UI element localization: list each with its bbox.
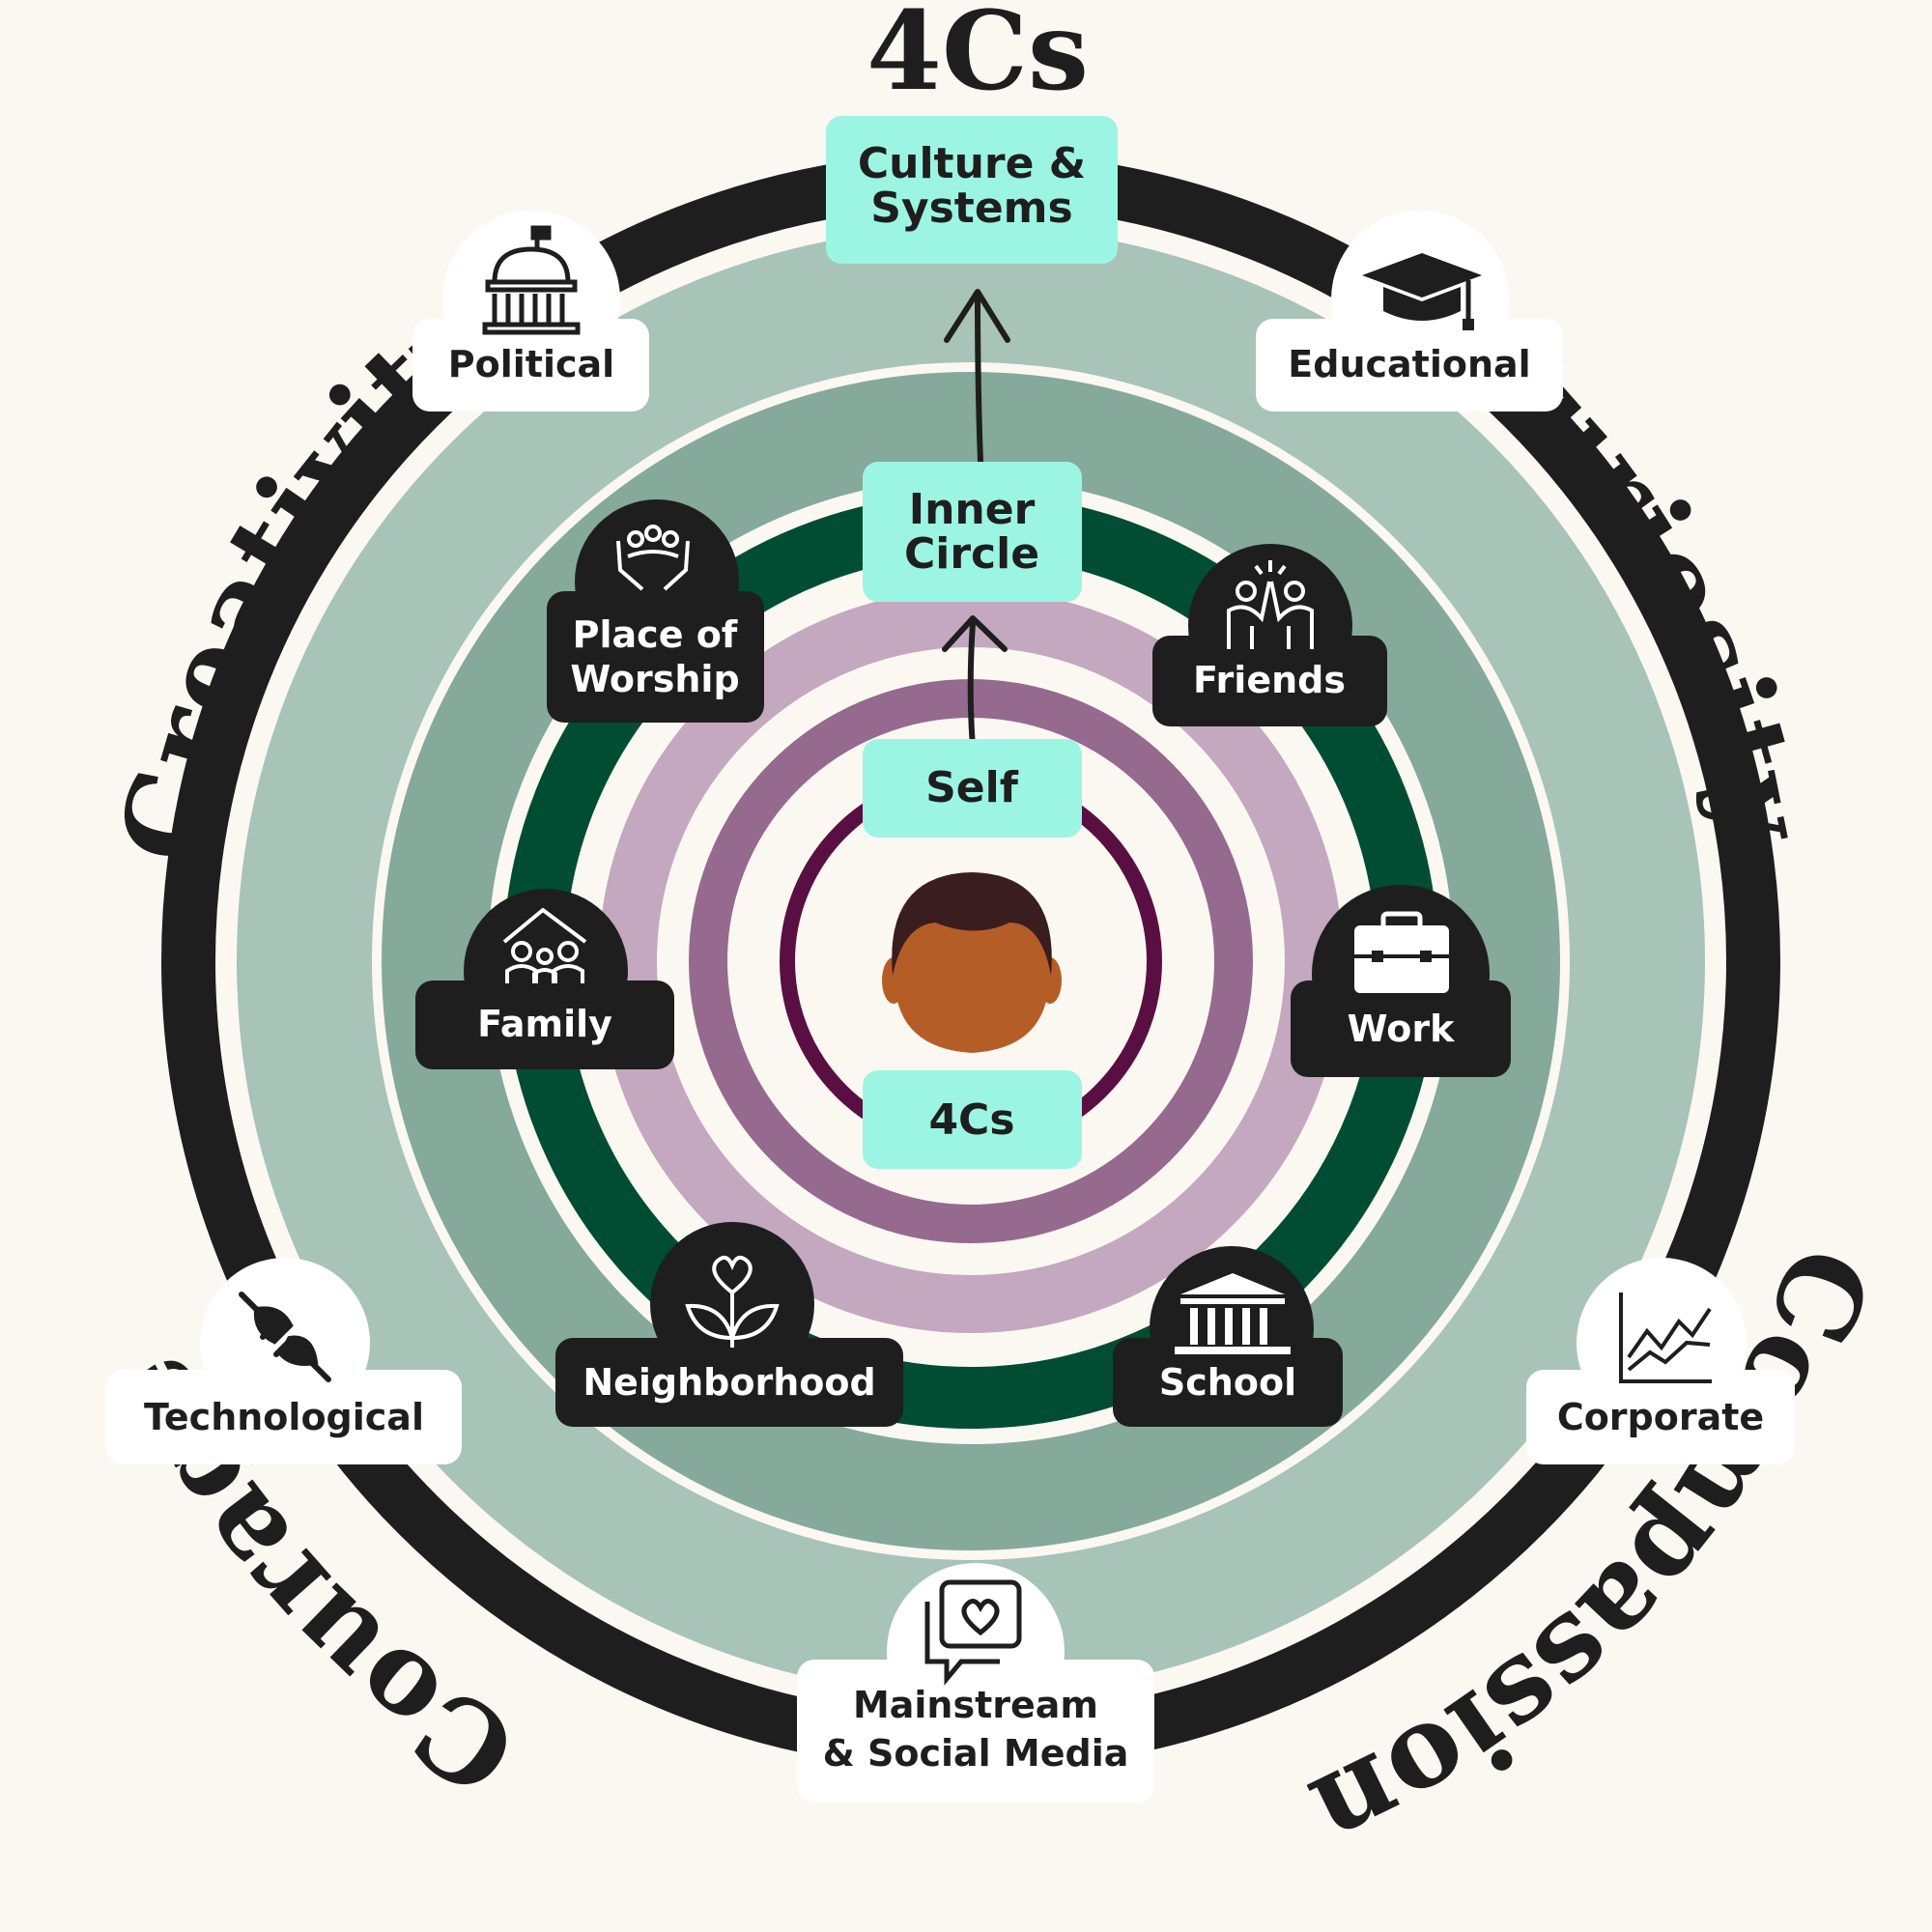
media-label-line2: & Social Media [823,1732,1129,1775]
plug-icon [239,1292,331,1382]
briefcase-icon [1354,911,1449,993]
family-house-icon [502,907,587,983]
corporate-card: Corporate [1526,1258,1795,1464]
work-card: Work [1291,885,1511,1077]
inner-circle-line1: Inner [909,485,1036,534]
family-label: Family [477,1003,612,1045]
inner-circle-line2: Circle [904,529,1039,579]
chat-heart-icon [924,1579,1022,1686]
friends-label: Friends [1193,659,1346,701]
inner-circle-box: Inner Circle [863,462,1082,602]
heart-plant-icon [685,1255,780,1348]
line-chart-icon [1619,1293,1712,1383]
neighborhood-card: Neighborhood [555,1222,903,1427]
graduation-cap-icon [1362,253,1482,330]
arrow-inner-to-culture [944,289,1010,465]
worship-label-line1: Place of [573,613,738,656]
worship-label-line2: Worship [570,658,739,700]
place-of-worship-card: Place of Worship [547,499,764,723]
friends-card: Friends [1152,544,1387,726]
culture-systems-box: Culture & Systems [826,116,1118,264]
educational-card: Educational [1256,211,1563,412]
page-title: 4Cs [867,0,1089,115]
person-avatar [882,872,1062,1053]
center-4cs-box: 4Cs [863,1070,1082,1169]
school-building-icon [1175,1273,1291,1354]
neighborhood-label: Neighborhood [582,1361,875,1404]
high-five-icon [1227,560,1314,649]
capitol-icon [482,225,581,335]
culture-systems-line2: Systems [870,184,1072,233]
educational-label: Educational [1288,343,1530,385]
school-label: School [1159,1361,1296,1404]
mid-sage-ring [382,372,1560,1550]
technological-card: Technological [106,1258,462,1464]
culture-systems-line1: Culture & [858,139,1086,188]
technological-label: Technological [144,1396,424,1438]
family-card: Family [415,889,674,1069]
self-label: Self [925,763,1019,812]
corporate-label: Corporate [1557,1396,1764,1438]
media-label-line1: Mainstream [853,1684,1098,1726]
work-label: Work [1348,1008,1455,1050]
media-card: Mainstream & Social Media [797,1563,1154,1803]
self-box: Self [863,739,1082,838]
center-4cs-label: 4Cs [928,1095,1014,1145]
school-card: School [1113,1246,1343,1427]
political-card: Political [412,211,649,412]
political-label: Political [448,343,614,385]
hands-community-icon [616,525,690,591]
